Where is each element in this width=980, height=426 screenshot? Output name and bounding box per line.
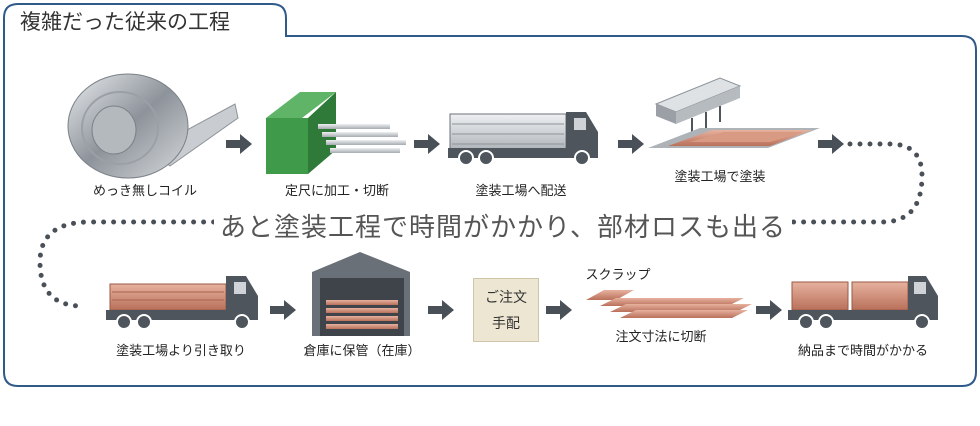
step-label: 注文寸法に切断	[615, 330, 707, 345]
step-label: 塗装工場で塗装	[674, 170, 766, 185]
arrow-8	[756, 300, 782, 320]
section-title: 複雑だった従来の工程	[20, 10, 230, 34]
arrow-4	[818, 134, 844, 154]
arrow-5	[270, 300, 296, 320]
arrow-6	[428, 300, 454, 320]
step-label: めっき無しコイル	[92, 184, 197, 199]
truck-delivery-icon	[788, 276, 938, 330]
cut-pieces-icon	[586, 290, 752, 318]
step-label: 倉庫に保管（在庫）	[303, 344, 421, 359]
warehouse-icon	[312, 252, 410, 336]
step-label: 納品まで時間がかかる	[797, 344, 928, 359]
step-label: 塗装工場より引き取り	[116, 344, 246, 359]
coil-icon	[67, 73, 239, 179]
arrow-1	[226, 134, 252, 154]
arrow-7	[546, 300, 572, 320]
step-label: 塗装工場へ配送	[475, 184, 567, 199]
step-label: 定尺に加工・切断	[284, 184, 389, 199]
order-line2: 手配	[492, 316, 520, 332]
painting-station-icon	[648, 77, 820, 148]
order-box: ご注文 手配	[473, 278, 539, 342]
arrow-3	[618, 134, 644, 154]
cutting-machine-icon	[266, 92, 406, 174]
banner-text: あと塗装工程で時間がかかり、部材ロスも出る	[214, 207, 792, 244]
truck-copper-icon	[106, 276, 258, 330]
truck-icon	[448, 112, 598, 166]
order-line1: ご注文	[485, 290, 527, 306]
scrap-label: スクラップ	[585, 268, 651, 283]
arrow-2	[414, 134, 440, 154]
